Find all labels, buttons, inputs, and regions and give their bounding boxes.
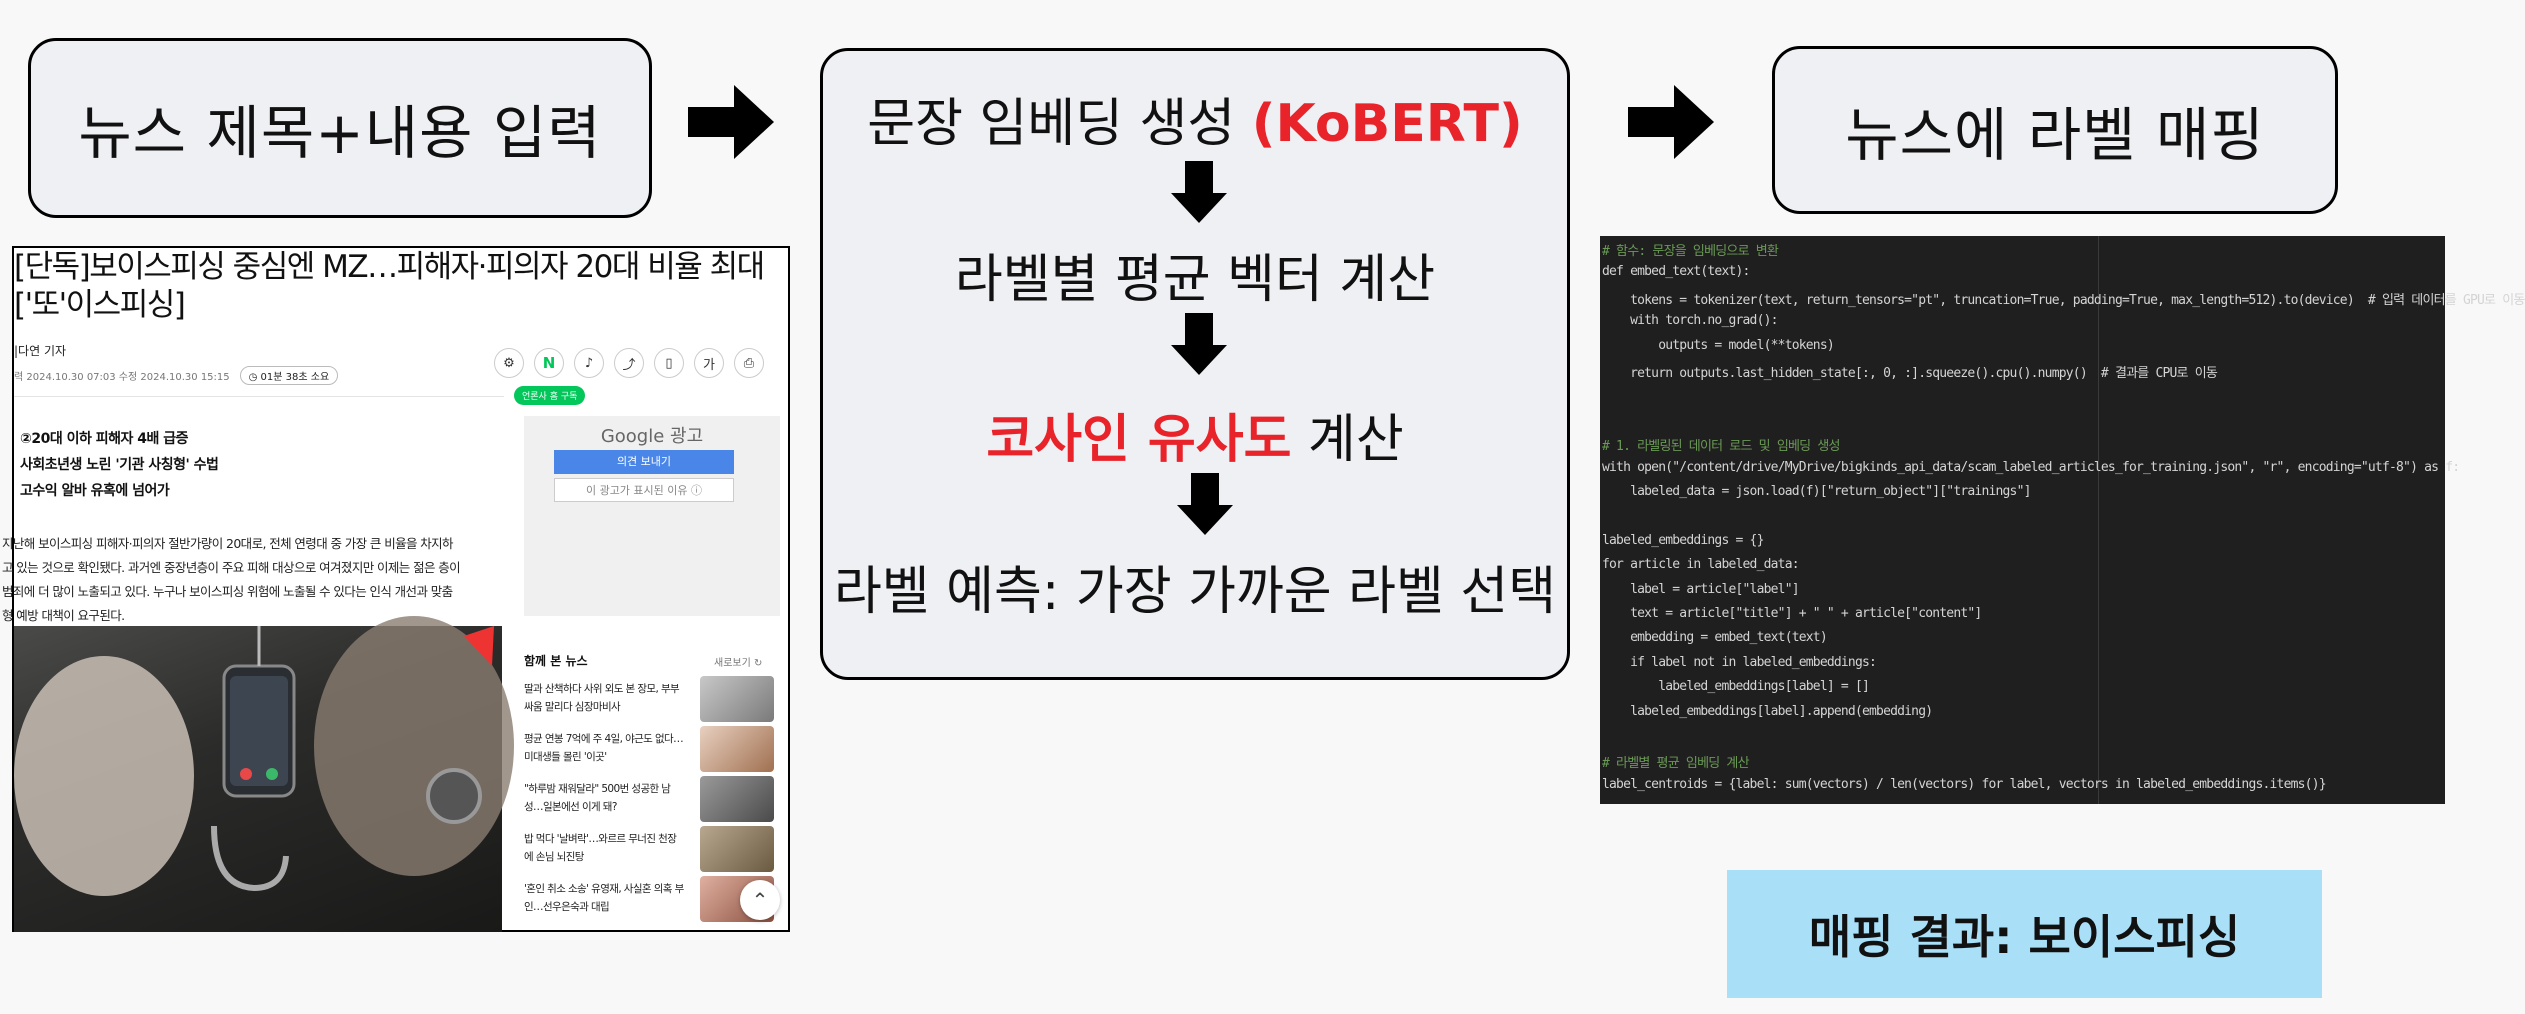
scroll-top-icon[interactable]: ⌃ (740, 880, 780, 920)
step-label-average: 라벨별 평균 벡터 계산 (954, 250, 1436, 310)
related-news-text: "하루밤 재워달라" 500번 성공한 남성…일본에선 이게 돼? (524, 783, 671, 813)
related-news-heading: 함께 본 뉴스 (524, 654, 588, 668)
divider (14, 396, 504, 397)
step-sentence-embedding: 문장 임베딩 생성 (KoBERT) (823, 81, 1567, 156)
news-date-text: 력 2024.10.30 07:03 수정 2024.10.30 15:15 (14, 372, 230, 383)
related-news-thumbnail (700, 826, 774, 872)
editor-ruler (2098, 236, 2099, 804)
body-line: 형 예방 대책이 요구된다. (2, 608, 125, 623)
translate-icon[interactable]: ⚙ (494, 348, 524, 378)
code-line: # 1. 라벨링된 데이터 로드 및 임베딩 생성 (1602, 439, 1840, 455)
down-arrow-icon (1171, 161, 1227, 223)
code-line: def embed_text(text): (1602, 264, 1750, 280)
body-line: 지난해 보이스피싱 피해자·피의자 절반가량이 20대로, 전체 연령대 중 가… (2, 536, 454, 551)
naver-subscribe-icon[interactable]: N (534, 348, 564, 378)
related-news-text: 밥 먹다 '날벼락'…와르르 무너진 천장에 손님 뇌진탕 (524, 833, 677, 863)
related-news-item[interactable]: "하루밤 재워달라" 500번 성공한 남성…일본에선 이게 돼? (524, 776, 784, 824)
label-mapping-box: 뉴스에 라벨 매핑 (1772, 46, 2338, 214)
code-line: return outputs.last_hidden_state[:, 0, :… (1602, 366, 2218, 381)
body-line: 범죄에 더 많이 노출되고 있다. 누구나 보이스피싱 위험에 노출될 수 있다… (2, 584, 453, 599)
step-sentence-embedding-text: 문장 임베딩 생성 (867, 94, 1252, 154)
input-box: 뉴스 제목+내용 입력 (28, 38, 652, 218)
phishing-illustration (14, 616, 514, 896)
related-news-thumbnail (700, 776, 774, 822)
font-size-icon[interactable]: 가 (694, 348, 724, 378)
summary-line: 사회초년생 노린 '기관 사칭형' 수법 (20, 457, 219, 473)
news-date: 력 2024.10.30 07:03 수정 2024.10.30 15:15 ◷ … (14, 366, 339, 385)
step-cosine-similarity: 코사인 유사도 계산 (823, 397, 1567, 472)
down-arrow-icon (1177, 473, 1233, 535)
mapping-result-box: 매핑 결과: 보이스피싱 (1727, 870, 2322, 998)
ad-feedback-button[interactable]: 의견 보내기 (554, 450, 734, 474)
code-line: labeled_data = json.load(f)["return_obje… (1602, 484, 2031, 499)
article-summary: ②20대 이하 피해자 4배 급증 사회초년생 노린 '기관 사칭형' 수법 고… (20, 426, 219, 504)
label-mapping-label: 뉴스에 라벨 매핑 (1845, 101, 2265, 169)
code-line: outputs = model(**tokens) (1602, 337, 1834, 353)
code-line: with open("/content/drive/MyDrive/bigkin… (1602, 459, 2460, 475)
code-line: label_centroids = {label: sum(vectors) /… (1602, 776, 2327, 792)
related-news-text: 딸과 산책하다 사위 외도 본 장모, 부부싸움 말리다 심장마비사 (524, 683, 680, 713)
related-news-item[interactable]: 딸과 산책하다 사위 외도 본 장모, 부부싸움 말리다 심장마비사 (524, 676, 784, 724)
print-icon[interactable]: ⎙ (734, 348, 764, 378)
down-arrow-icon (1171, 313, 1227, 375)
article-toolbar: ⚙ N ♪ ⤴ ▯ 가 ⎙ (494, 348, 764, 378)
code-line: tokens = tokenizer(text, return_tensors=… (1602, 292, 2525, 308)
code-line: # 라벨별 평균 임베딩 계산 (1602, 756, 1750, 772)
article-body: 지난해 보이스피싱 피해자·피의자 절반가량이 20대로, 전체 연령대 중 가… (2, 532, 504, 628)
bookmark-icon[interactable]: ▯ (654, 348, 684, 378)
code-line: label = article["label"] (1602, 581, 1799, 597)
share-icon[interactable]: ⤴ (614, 348, 644, 378)
code-line: labeled_embeddings[label].append(embeddi… (1602, 703, 1933, 719)
input-box-label: 뉴스 제목+내용 입력 (78, 99, 602, 167)
news-article-screenshot: [단독]보이스피싱 중심엔 MZ…피해자·피의자 20대 비율 최대['또'이스… (2, 246, 790, 932)
code-line: # 함수: 문장을 임베딩으로 변환 (1602, 244, 1779, 259)
process-box: 문장 임베딩 생성 (KoBERT) 라벨별 평균 벡터 계산 코사인 유사도 … (820, 48, 1570, 680)
ad-why-button[interactable]: 이 광고가 표시된 이유 ⓘ (554, 478, 734, 502)
read-time-badge: ◷ 01분 38초 소요 (239, 366, 339, 385)
ad-title: Google 광고 (600, 426, 704, 447)
step-label-prediction: 라벨 예측: 가장 가까운 라벨 선택 (833, 562, 1557, 622)
news-reporter: |다연 기자 (14, 344, 67, 358)
news-title: [단독]보이스피싱 중심엔 MZ…피해자·피의자 20대 비율 최대['또'이스… (14, 249, 765, 323)
body-line: 고 있는 것으로 확인됐다. 과거엔 중장년층이 주요 피해 대상으로 여겨졌지… (2, 560, 461, 575)
code-line: with torch.no_grad(): (1602, 313, 1778, 329)
related-news-text: 평균 연봉 7억에 주 4일, 야근도 없다…미대생들 몰린 '이곳' (524, 733, 684, 763)
subscribe-tooltip: 언론사 홈 구독 (514, 386, 586, 405)
code-line: labeled_embeddings = {} (1602, 532, 1764, 548)
google-ad: Google 광고 의견 보내기 이 광고가 표시된 이유 ⓘ (524, 416, 780, 616)
cosine-highlight: 코사인 유사도 (986, 410, 1292, 470)
summary-line: 고수익 알바 유혹에 넘어가 (20, 483, 170, 499)
code-line: labeled_embeddings[label] = [] (1602, 679, 1870, 695)
related-news-item[interactable]: 평균 연봉 7억에 주 4일, 야근도 없다…미대생들 몰린 '이곳' (524, 726, 784, 774)
kobert-highlight: (KoBERT) (1251, 94, 1523, 154)
related-news-thumbnail (700, 726, 774, 772)
related-news-text: '혼인 취소 소송' 유영재, 사실혼 의혹 부인…선우은숙과 대립 (524, 883, 684, 913)
code-line: if label not in labeled_embeddings: (1602, 654, 1877, 670)
step-cosine-text: 계산 (1291, 410, 1404, 470)
audio-icon[interactable]: ♪ (574, 348, 604, 378)
related-news-thumbnail (700, 676, 774, 722)
right-arrow-icon (1628, 85, 1714, 159)
article-photo (14, 616, 514, 932)
summary-line: ②20대 이하 피해자 4배 급증 (20, 431, 189, 447)
code-line: text = article["title"] + " " + article[… (1602, 606, 1982, 621)
right-arrow-icon (688, 85, 774, 159)
code-line: for article in labeled_data: (1602, 557, 1800, 573)
related-refresh[interactable]: 새로보기 ↻ (714, 658, 763, 669)
code-line: embedding = embed_text(text) (1602, 630, 1828, 646)
related-news-item[interactable]: 밥 먹다 '날벼락'…와르르 무너진 천장에 손님 뇌진탕 (524, 826, 784, 874)
